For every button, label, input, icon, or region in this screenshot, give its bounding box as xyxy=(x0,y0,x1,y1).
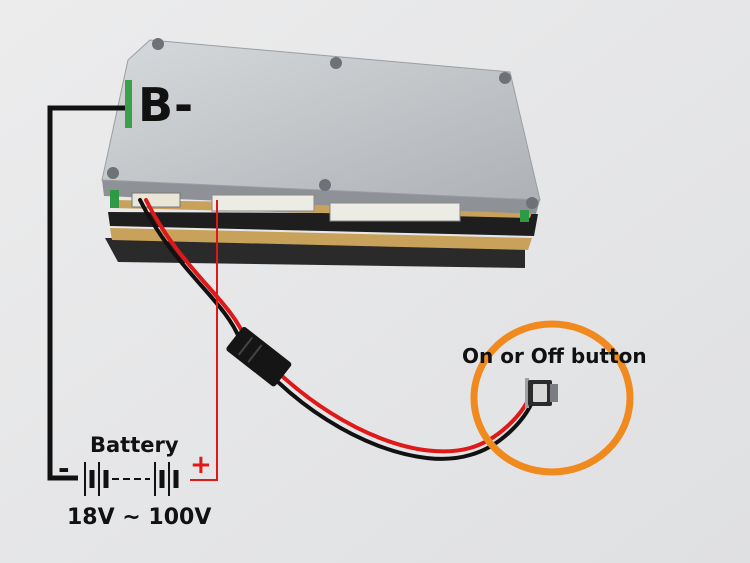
screw-top-middle xyxy=(330,57,342,69)
battery-symbol xyxy=(84,462,179,496)
green-led-left xyxy=(110,190,119,208)
copper-frame-lower xyxy=(110,228,532,250)
screw-top-left xyxy=(152,38,164,50)
screw-bottom-left xyxy=(107,167,119,179)
green-led-right xyxy=(520,210,529,222)
aluminum-heatsink-plate xyxy=(101,39,541,201)
switch-cable xyxy=(138,198,535,461)
connector-balance-right xyxy=(329,202,461,222)
cable-black-upper xyxy=(138,198,242,342)
cable-red-upper xyxy=(144,198,248,342)
screw-top-right xyxy=(499,72,511,84)
negative-wire-line xyxy=(47,105,125,481)
push-button-switch xyxy=(525,378,558,408)
highlight-circle xyxy=(470,320,634,476)
voltage-range-label: 18V ~ 100V xyxy=(67,505,212,530)
cable-black-lower xyxy=(276,380,535,461)
positive-wire-line xyxy=(190,200,218,481)
b-minus-label: B- xyxy=(138,78,195,132)
screw-bottom-right xyxy=(526,197,538,209)
positive-terminal-sign: + xyxy=(190,450,212,480)
connector-balance-left xyxy=(211,194,315,212)
cable-red-lower xyxy=(280,374,532,454)
switch-label: On or Off button xyxy=(462,344,647,368)
cable-plug-connector xyxy=(226,326,292,387)
screw-bottom-middle xyxy=(319,179,331,191)
bms-board xyxy=(101,38,541,268)
green-terminal xyxy=(125,80,132,128)
battery-label: Battery xyxy=(90,433,179,457)
negative-terminal-sign: - xyxy=(58,452,70,485)
